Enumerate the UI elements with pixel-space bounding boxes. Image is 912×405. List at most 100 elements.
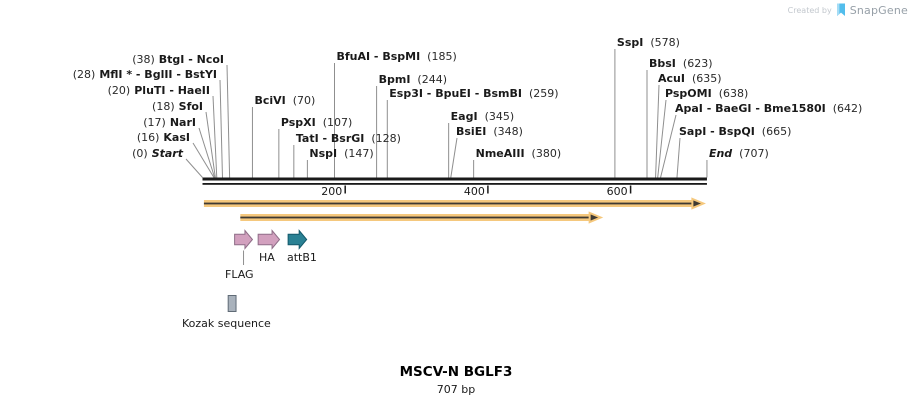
enzyme-name: BtgI - NcoI — [158, 53, 224, 66]
leader-line-kasi — [192, 142, 215, 178]
leader-line-sapi-bspqi — [676, 137, 681, 178]
feature-label-ha[interactable]: HA — [259, 251, 275, 264]
enzyme-position: (17) — [143, 116, 166, 129]
enzyme-label-bpmi[interactable]: BpmI (244) — [379, 73, 447, 86]
enzyme-label-acui[interactable]: AcuI(635) — [658, 72, 722, 85]
enzyme-label-bbsi[interactable]: BbsI(623) — [649, 57, 713, 70]
enzyme-label-mfli-bglii-bstyi[interactable]: (28)MflI * - BglII - BstYI — [73, 68, 217, 81]
enzyme-position: (28) — [72, 68, 96, 81]
enzyme-name: Esp3I - BpuEI - BsmBI — [389, 87, 522, 100]
enzyme-position: (147) — [344, 147, 374, 160]
leader-line-acui — [655, 84, 660, 178]
feature-label-kozak-sequence[interactable]: Kozak sequence — [182, 317, 271, 330]
feature-box-kozak-sequence[interactable] — [227, 295, 237, 312]
enzyme-position: (107) — [322, 116, 353, 129]
enzyme-label-kasi[interactable]: (16)KasI — [137, 131, 190, 144]
enzyme-name: Start — [151, 147, 183, 160]
enzyme-name: BpmI — [378, 73, 411, 86]
enzyme-label-sfoi[interactable]: (18)SfoI — [152, 100, 203, 113]
enzyme-position: (244) — [417, 73, 448, 86]
enzyme-label-pspomi[interactable]: PspOMI (638) — [665, 87, 748, 100]
leader-line-start — [185, 158, 203, 178]
map-length: 707 bp — [436, 383, 476, 396]
leader-line-pspomi — [657, 99, 667, 178]
enzyme-position: (623) — [682, 57, 713, 70]
enzyme-label-end[interactable]: End (707) — [709, 147, 769, 160]
orf-arrow-2-head — [588, 211, 604, 224]
enzyme-name: SspI — [616, 36, 644, 49]
enzyme-position: (38) — [132, 53, 155, 66]
leader-line-bsiei — [450, 137, 458, 178]
created-by-text: Created by — [787, 5, 832, 15]
ruler-label-200: 200 — [321, 185, 343, 198]
enzyme-name: TatI - BsrGI — [295, 132, 365, 145]
enzyme-position: (0) — [132, 147, 148, 160]
map-title: MSCV-N BGLF3 — [399, 364, 513, 380]
enzyme-name: PspXI — [280, 116, 316, 129]
enzyme-name: ApaI - BaeGI - Bme1580I — [675, 102, 826, 115]
enzyme-name: EagI — [450, 110, 478, 123]
snapgene-logo-icon — [836, 3, 846, 17]
leader-line-apai-baegi-bme1580i — [660, 114, 677, 178]
enzyme-label-nmeaiii[interactable]: NmeAIII (380) — [476, 147, 562, 160]
enzyme-position: (18) — [152, 100, 175, 113]
orf-arrow-1-head — [691, 197, 706, 210]
enzyme-label-sapi-bspqi[interactable]: SapI - BspQI (665) — [679, 125, 791, 138]
orf-arrow-1-line — [203, 202, 695, 205]
enzyme-name: NarI — [169, 116, 196, 129]
enzyme-position: (345) — [484, 110, 515, 123]
leader-line-mfli-bglii-bstyi — [219, 79, 223, 178]
feature-arrow-flag[interactable] — [234, 229, 254, 250]
enzyme-name: BciVI — [254, 94, 286, 107]
enzyme-name: PspOMI — [665, 87, 712, 100]
leader-line-nari — [198, 127, 216, 178]
enzyme-name: NspI — [309, 147, 338, 160]
enzyme-label-eagi[interactable]: EagI (345) — [451, 110, 515, 123]
feature-label-attb1[interactable]: attB1 — [287, 251, 317, 264]
enzyme-position: (638) — [718, 87, 749, 100]
enzyme-name: KasI — [163, 131, 190, 144]
ruler-tick-200 — [344, 185, 346, 194]
enzyme-position: (578) — [650, 36, 680, 49]
sequence-bar-top[interactable] — [202, 177, 707, 181]
feature-arrow-attb1[interactable] — [287, 229, 308, 250]
enzyme-position: (707) — [739, 147, 769, 160]
feature-label-flag[interactable]: FLAG — [225, 268, 254, 281]
enzyme-name: BsiEI — [456, 125, 487, 138]
leader-line-sfoi — [205, 111, 216, 178]
enzyme-position: (665) — [761, 125, 792, 138]
enzyme-name: NmeAIII — [475, 147, 525, 160]
leader-line-pluti-haeii — [212, 95, 218, 178]
enzyme-label-pluti-haeii[interactable]: (20)PluTI - HaeII — [108, 84, 210, 97]
enzyme-label-start[interactable]: (0)Start — [132, 147, 183, 160]
enzyme-label-bfuai-bspmi[interactable]: BfuAI - BspMI(185) — [336, 50, 456, 63]
enzyme-label-btgi-ncoi[interactable]: (38)BtgI - NcoI — [132, 53, 224, 66]
enzyme-label-pspxi[interactable]: PspXI (107) — [281, 116, 352, 129]
feature-arrow-ha[interactable] — [257, 229, 281, 250]
enzyme-name: PluTI - HaeII — [134, 84, 210, 97]
snapgene-watermark: Created by SnapGene — [788, 3, 908, 17]
ruler-tick-400 — [487, 185, 489, 194]
enzyme-position: (380) — [531, 147, 562, 160]
enzyme-name: BfuAI - BspMI — [336, 50, 421, 63]
enzyme-label-nari[interactable]: (17)NarI — [143, 116, 196, 129]
enzyme-name: SapI - BspQI — [679, 125, 755, 138]
enzyme-name: End — [708, 147, 733, 160]
enzyme-label-tati-bsrgi[interactable]: TatI - BsrGI (128) — [296, 132, 401, 145]
enzyme-position: (348) — [493, 125, 523, 138]
enzyme-label-nspi[interactable]: NspI (147) — [309, 147, 373, 160]
enzyme-position: (259) — [528, 87, 559, 100]
enzyme-position: (128) — [371, 132, 401, 145]
sequence-bar-bottom — [202, 183, 707, 185]
enzyme-label-apai-baegi-bme1580i[interactable]: ApaI - BaeGI - Bme1580I (642) — [675, 102, 862, 115]
enzyme-label-bcivi[interactable]: BciVI(70) — [254, 94, 315, 107]
ruler-tick-600 — [629, 185, 632, 194]
enzyme-label-bsiei[interactable]: BsiEI (348) — [456, 125, 523, 138]
ruler-label-400: 400 — [463, 185, 485, 198]
enzyme-label-esp3i-bpuei-bsmbi[interactable]: Esp3I - BpuEI - BsmBI (259) — [389, 87, 558, 100]
enzyme-position: (642) — [832, 102, 863, 115]
enzyme-label-sspi[interactable]: SspI (578) — [617, 36, 680, 49]
enzyme-name: SfoI — [178, 100, 203, 113]
